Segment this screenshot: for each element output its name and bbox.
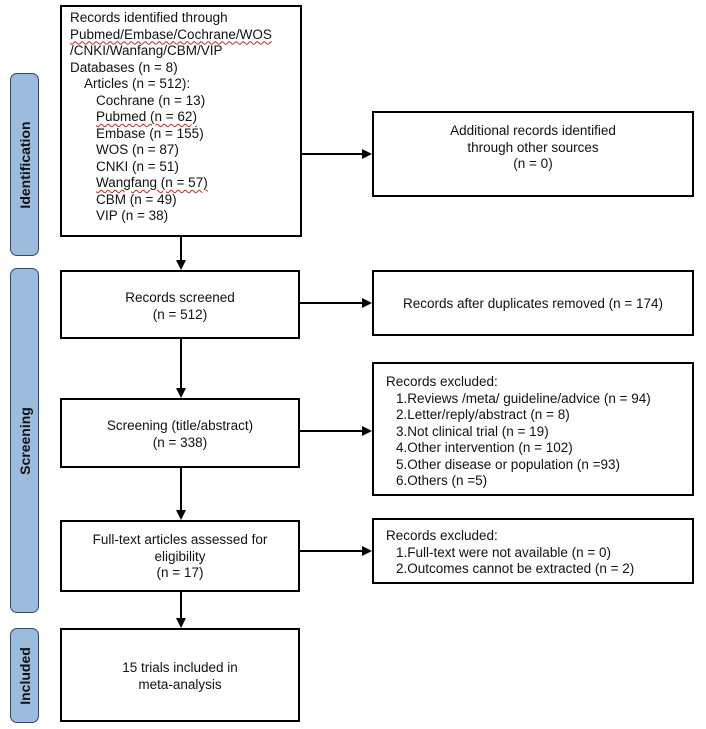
duplicates-removed-box: Records after duplicates removed (n = 17…: [372, 270, 694, 336]
source-item: VIP (n = 38): [96, 208, 169, 223]
fulltext-line-3: (n = 17): [156, 565, 204, 580]
source-item: Wangfang (n = 57): [96, 175, 208, 190]
source-item: Embase (n = 155): [96, 125, 204, 141]
duplicates-text: Records after duplicates removed (n = 17…: [402, 296, 663, 311]
source-item: Cochrane (n = 13): [96, 92, 206, 108]
excluded-1-item: 6.Others (n =5): [396, 473, 488, 488]
additional-records-box: Additional records identified through ot…: [372, 111, 694, 197]
records-screened-box: Records screened (n = 512): [60, 270, 300, 339]
source-item: CBM (n = 49): [96, 191, 177, 207]
fulltext-line-1: Full-text articles assessed for: [92, 532, 268, 547]
identified-line-3: /CNKI/Wanfang/CBM/VIP: [70, 43, 223, 58]
source-item: Pubmed (n = 62): [96, 109, 197, 124]
excluded-1-item: 2.Letter/reply/abstract (n = 8): [396, 407, 570, 422]
excluded-2-title: Records excluded:: [386, 528, 498, 543]
identified-line-4: Databases (n = 8): [70, 59, 178, 75]
identified-line-1: Records identified through: [70, 10, 228, 25]
included-line-2: meta-analysis: [138, 676, 222, 692]
title-abstract-line-2: (n = 338): [152, 434, 208, 450]
excluded-1-title: Records excluded:: [386, 374, 498, 389]
title-abstract-screening-box: Screening (title/abstract) (n = 338): [60, 398, 300, 468]
additional-line-3: (n = 0): [513, 156, 553, 171]
records-excluded-box-1: Records excluded: 1.Reviews /meta/ guide…: [372, 362, 694, 496]
records-excluded-box-2: Records excluded: 1.Full-text were not a…: [372, 518, 694, 584]
included-box: 15 trials included in meta-analysis: [60, 628, 300, 722]
phase-identification: Identification: [10, 73, 39, 256]
excluded-1-item: 3.Not clinical trial (n = 19): [396, 423, 549, 439]
included-line-1: 15 trials included in: [122, 660, 238, 675]
phase-screening: Screening: [10, 268, 39, 613]
screened-line-2: (n = 512): [152, 306, 208, 322]
additional-line-1: Additional records identified: [450, 123, 616, 138]
screened-line-1: Records screened: [125, 290, 235, 305]
phase-included: Included: [10, 628, 39, 723]
identified-line-5: Articles (n = 512):: [84, 76, 191, 91]
excluded-1-item: 4.Other intervention (n = 102): [396, 440, 573, 455]
source-item: WOS (n = 87): [96, 142, 179, 157]
excluded-1-item: 5.Other disease or population (n =93): [396, 456, 621, 472]
fulltext-line-2: eligibility: [154, 548, 206, 564]
excluded-1-item: 1.Reviews /meta/ guideline/advice (n = 9…: [396, 390, 651, 406]
identified-line-2: Pubmed/Embase/Cochrane/WOS: [70, 26, 272, 42]
excluded-2-item: 2.Outcomes cannot be extracted (n = 2): [396, 561, 635, 576]
records-identified-box: Records identified through Pubmed/Embase…: [60, 5, 302, 237]
full-text-assessed-box: Full-text articles assessed for eligibil…: [60, 520, 300, 592]
excluded-2-item: 1.Full-text were not available (n = 0): [396, 544, 611, 560]
additional-line-2: through other sources: [467, 139, 599, 155]
title-abstract-line-1: Screening (title/abstract): [106, 418, 254, 433]
source-item: CNKI (n = 51): [96, 158, 179, 174]
